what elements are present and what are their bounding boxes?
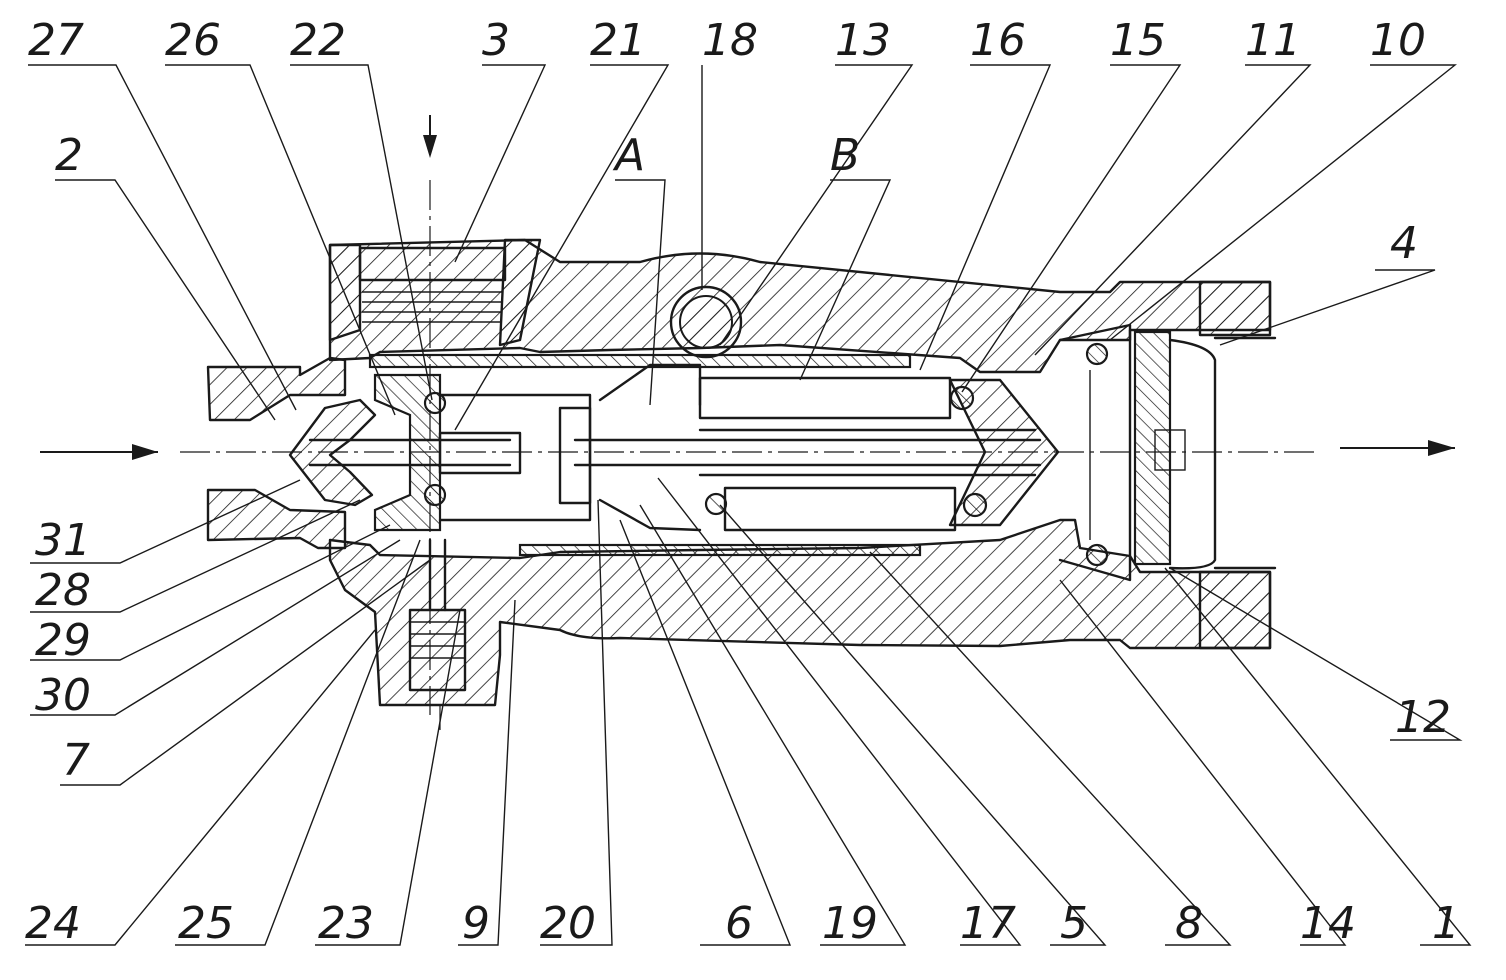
callout-29: 29 bbox=[35, 615, 91, 666]
leader-lines bbox=[25, 64, 1472, 946]
callout-14: 14 bbox=[1300, 898, 1356, 949]
ball-detent bbox=[669, 285, 743, 359]
callout-8: 8 bbox=[1175, 898, 1203, 949]
callout-26: 26 bbox=[165, 15, 221, 66]
callout-21: 21 bbox=[590, 15, 646, 66]
callout-20: 20 bbox=[540, 898, 596, 949]
callout-15: 15 bbox=[1110, 15, 1166, 66]
callout-31: 31 bbox=[35, 515, 91, 566]
outlet-flow-arrow bbox=[1340, 440, 1455, 456]
port-flow-arrow bbox=[423, 115, 437, 158]
housing bbox=[206, 238, 1277, 707]
callout-chamber-a: A bbox=[612, 130, 645, 181]
callout-25: 25 bbox=[178, 898, 234, 949]
callout-4: 4 bbox=[1390, 218, 1418, 269]
callout-3: 3 bbox=[482, 15, 510, 66]
callout-7: 7 bbox=[62, 735, 90, 786]
callout-27: 27 bbox=[28, 15, 84, 66]
callout-22: 22 bbox=[290, 15, 346, 66]
callout-5: 5 bbox=[1060, 898, 1088, 949]
seals bbox=[704, 342, 1109, 567]
callout-11: 11 bbox=[1245, 15, 1301, 66]
callouts-top: 27 26 22 3 21 18 13 16 15 11 10 bbox=[28, 15, 1426, 66]
callout-13: 13 bbox=[835, 15, 891, 66]
inlet-flow-arrow bbox=[40, 444, 158, 460]
callout-12: 12 bbox=[1395, 692, 1451, 743]
callouts-right: 12 bbox=[1395, 692, 1451, 743]
callout-10: 10 bbox=[1370, 15, 1426, 66]
callout-28: 28 bbox=[35, 565, 91, 616]
callout-30: 30 bbox=[35, 670, 91, 721]
callouts-upper: 2 A B 4 bbox=[55, 130, 1418, 269]
callout-19: 19 bbox=[822, 898, 878, 949]
centerlines bbox=[180, 180, 1320, 730]
callout-16: 16 bbox=[970, 15, 1026, 66]
callout-24: 24 bbox=[25, 898, 81, 949]
callouts-bottom: 24 25 23 9 20 6 19 17 5 8 14 1 bbox=[25, 898, 1460, 949]
callout-1: 1 bbox=[1432, 898, 1460, 949]
callout-9: 9 bbox=[462, 898, 490, 949]
callout-6: 6 bbox=[725, 898, 753, 949]
callout-17: 17 bbox=[960, 898, 1016, 949]
inner-sleeve bbox=[368, 353, 1060, 557]
callout-chamber-b: B bbox=[830, 130, 860, 181]
callout-18: 18 bbox=[702, 15, 758, 66]
callout-23: 23 bbox=[318, 898, 374, 949]
callouts-left: 31 28 29 30 7 bbox=[35, 515, 91, 786]
callout-2: 2 bbox=[55, 130, 83, 181]
